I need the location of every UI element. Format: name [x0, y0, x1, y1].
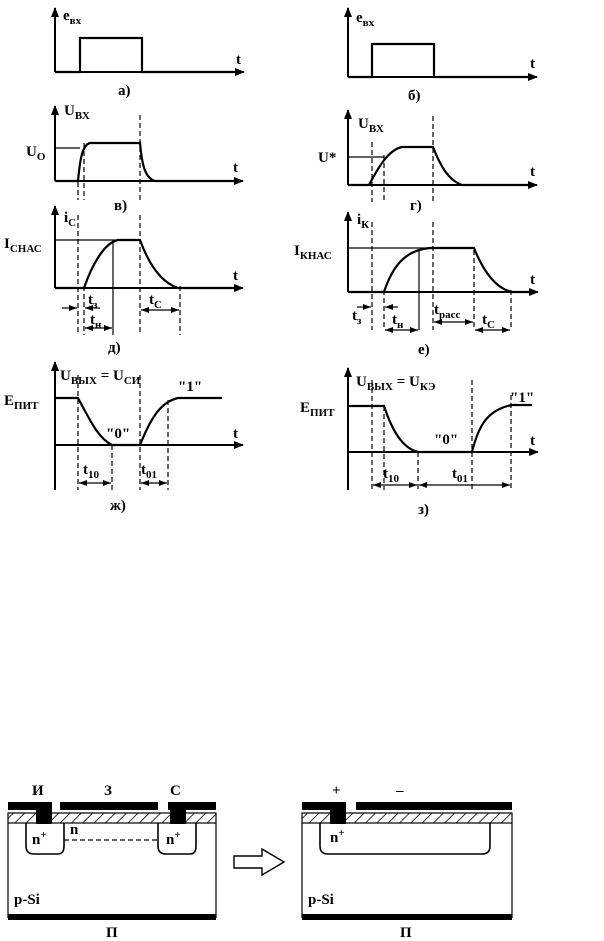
label-substrate-left: p-Si — [14, 892, 40, 908]
level-u0: UO — [26, 144, 46, 163]
label-tz-e: tз — [352, 308, 362, 327]
panel-b-input-pulse: eвх t б) — [344, 7, 538, 104]
label-plus: + — [332, 783, 341, 799]
panel-g-input-voltage: UВХ U* t г) — [318, 109, 538, 214]
axis-label-e-in-a: eвх — [63, 8, 82, 27]
panel-d-current-ic: iC IСНАС t tз tн tC д) — [4, 205, 244, 356]
label-gate: З — [104, 783, 112, 799]
logic-one-z: "1" — [510, 390, 534, 406]
label-t10-z: t10 — [383, 466, 400, 485]
level-ik-sat: IКНАС — [294, 243, 332, 262]
label-n-plus-drain: n+ — [166, 829, 181, 848]
logic-one-zh: "1" — [178, 379, 202, 395]
label-drain: С — [170, 783, 181, 799]
level-u-star: U* — [318, 150, 336, 166]
caption-a: а) — [118, 83, 131, 99]
axis-t-a: t — [236, 52, 241, 68]
panel-a-input-pulse: eвх t а) — [51, 7, 245, 99]
axis-t-e: t — [530, 272, 535, 288]
label-source: И — [32, 783, 44, 799]
logic-zero-zh: "0" — [106, 426, 130, 442]
label-tz-d: tз — [88, 292, 98, 311]
label-minus: – — [395, 783, 404, 799]
caption-e: е) — [418, 342, 430, 358]
label-substrate-right: p-Si — [308, 892, 334, 908]
axis-label-u-out-z: UВЫХ = UКЭ — [356, 374, 435, 393]
axis-t-z: t — [530, 433, 535, 449]
axis-label-u-in-g: UВХ — [358, 116, 384, 135]
label-t01-z: t01 — [452, 466, 468, 485]
source-contact — [8, 802, 52, 810]
caption-b: б) — [408, 88, 421, 104]
axis-label-u-out-zh: UВЫХ = UСИ — [60, 368, 141, 387]
label-bulk-right: П — [400, 925, 412, 941]
caption-z: з) — [418, 502, 429, 518]
label-tpass-e: tрасс — [434, 302, 461, 321]
axis-label-u-in-v: UВХ — [64, 103, 90, 122]
level-ic-sat: IСНАС — [4, 236, 42, 255]
panel-v-input-voltage: UВХ UO t в) — [26, 103, 244, 214]
label-tc-d: tC — [149, 292, 162, 311]
bulk-contact — [8, 914, 216, 920]
label-n-channel: n — [70, 822, 79, 838]
axis-t-d: t — [233, 268, 238, 284]
axis-t-v: t — [233, 160, 238, 176]
logic-zero-z: "0" — [434, 432, 458, 448]
panel-e-collector-current: iК IКНАС t tз tн tрасс tC е) — [294, 211, 539, 358]
label-n-plus-right: n+ — [330, 827, 345, 846]
caption-g: г) — [410, 198, 422, 214]
label-tn-e: tн — [392, 312, 404, 331]
axis-label-ic: iC — [64, 210, 76, 229]
drain-contact — [168, 802, 216, 810]
axis-label-e-in-b: eвх — [356, 10, 375, 29]
label-tc-e: tC — [482, 312, 495, 331]
axis-t-g: t — [530, 164, 535, 180]
level-e-pit-z: EПИТ — [300, 400, 335, 419]
axis-t-b: t — [530, 56, 535, 72]
axis-t-zh: t — [233, 426, 238, 442]
caption-d: д) — [108, 340, 121, 356]
caption-v: в) — [114, 198, 127, 214]
panel-zh-output-voltage: UВЫХ = UСИ EПИТ "1" "0" t t10 t01 ж) — [4, 361, 244, 514]
mosfet-structure-right: + – n+ p-Si П — [301, 783, 513, 941]
label-t10-zh: t10 — [83, 462, 100, 481]
panel-z-output-voltage: UВЫХ = UКЭ EПИТ "1" "0" t t10 t01 з) — [300, 367, 539, 518]
transition-arrow — [233, 847, 286, 877]
axis-label-ik: iК — [357, 212, 369, 231]
mosfet-structure-left: И З С n+ n+ n p-Si П — [7, 783, 217, 941]
caption-zh: ж) — [110, 498, 126, 514]
label-n-plus-source: n+ — [32, 829, 47, 848]
label-t01-zh: t01 — [141, 462, 157, 481]
label-bulk-left: П — [106, 925, 118, 941]
gate-contact — [60, 802, 158, 810]
level-e-pit-zh: EПИТ — [4, 393, 39, 412]
